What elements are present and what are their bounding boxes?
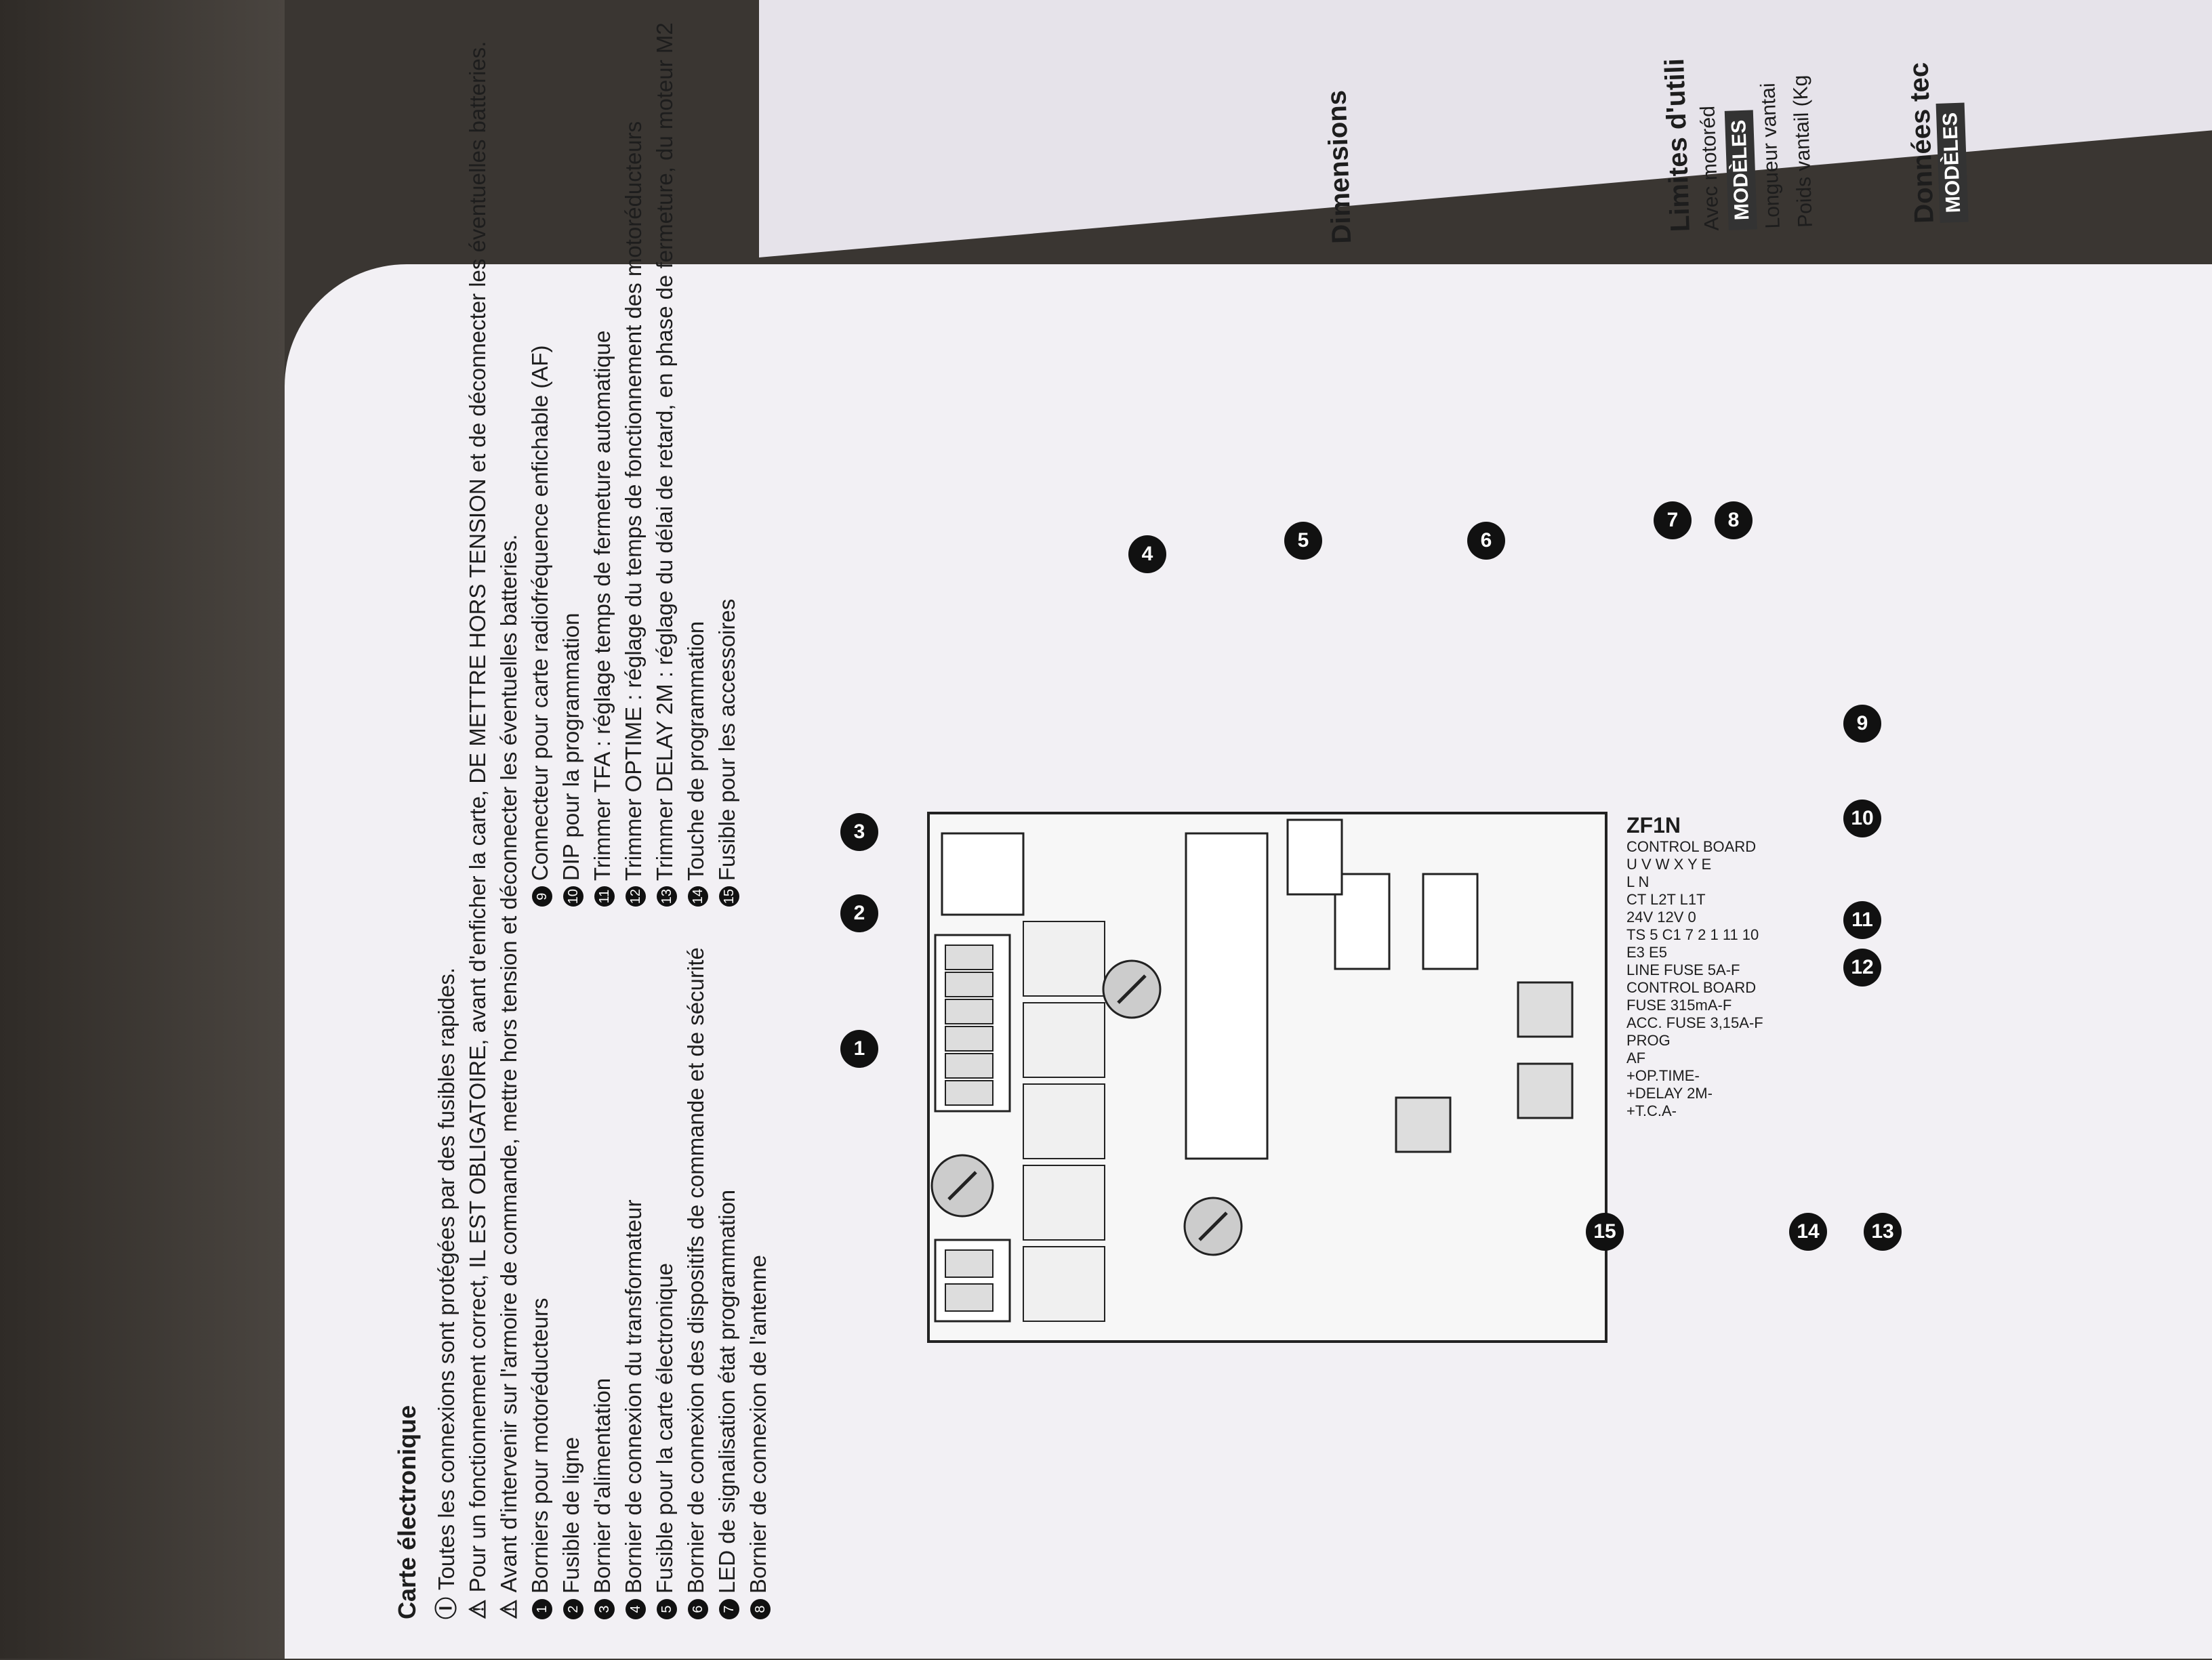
legend-item: 15Fusible pour les accessoires [712,22,743,907]
data-title: Données tec [1904,62,1940,224]
callout-8: 8 [1715,501,1753,539]
callout-3: 3 [840,813,878,851]
intro-line: ⚠Avant d'intervenir sur l'armoire de com… [496,534,521,1619]
limits-title: Limites d'utili [1660,58,1696,233]
label-motor-terminals: U V W X Y E [1626,856,1712,873]
af-connector [1422,873,1479,970]
callout-9: 9 [1843,705,1881,743]
legend-item: 7LED de signalisation état programmation [712,947,743,1619]
label-transformer-top: CT L2T L1T [1626,891,1706,908]
label-acc-fuse: ACC. FUSE 3,15A-F [1626,1014,1763,1031]
limits-note: Avec motoréd [1696,105,1723,232]
antenna-terminal [1286,818,1343,896]
label-af: AF [1626,1050,1646,1066]
label-optime: +OP.TIME- [1626,1067,1700,1084]
dip-switch [1334,873,1391,970]
relays [1023,921,1105,1322]
legend-item: 12Trimmer OPTIME : réglage du temps de f… [618,22,649,907]
section-title: Carte électronique [393,1405,421,1619]
callout-4: 4 [1128,535,1166,573]
callout-1: 1 [840,1030,878,1068]
callout-7: 7 [1654,501,1692,539]
legend-item: 4Bornier de connexion du transformateur [618,947,649,1619]
desk-background [0,0,285,1659]
transformer-terminal-block [941,832,1025,916]
models-label: MODÈLES [1936,102,1969,223]
legend-item: 8Bornier de connexion de l'antenne [743,947,774,1619]
callout-6: 6 [1467,522,1505,560]
legend-item: 11Trimmer TFA : réglage temps de fermetu… [587,22,618,907]
label-tca: +T.C.A- [1626,1102,1677,1119]
trimmer-delay [1517,1062,1574,1119]
legend-item: 14Touche de programmation [680,22,712,907]
legend-item: 6Bornier de connexion des dispositifs de… [680,947,712,1619]
trimmer-tca [1395,1096,1452,1153]
label-control-fuse: CONTROL BOARD FUSE 315mA-F [1626,979,1757,1014]
label-power-terminals: L N [1626,873,1650,890]
legend-item: 13Trimmer DELAY 2M : réglage du délai de… [649,22,680,907]
legend-item: 5Fusible pour la carte électronique [649,947,680,1619]
circuit-board-diagram: ZF1N CONTROL BOARD U V W X Y E L N CT L2… [922,806,1789,1348]
label-model: ZF1N [1626,813,1681,837]
models-label: MODÈLES [1724,110,1757,230]
label-control-terminals: TS 5 C1 7 2 1 11 10 E3 E5 [1626,926,1759,961]
limits-row: Poids vantail (Kg [1788,75,1817,228]
legend-item: 9Connecteur pour carte radiofréquence en… [525,22,556,907]
intro-line: ⚠Pour un fonctionnement correct, IL EST … [465,41,490,1619]
callout-12: 12 [1843,949,1881,987]
trimmer-optime [1517,981,1574,1038]
callout-11: 11 [1843,901,1881,939]
legend-col-2: 9Connecteur pour carte radiofréquence en… [525,22,774,907]
legend-item: 3Bornier d'alimentation [587,947,618,1619]
label-prog: PROG [1626,1032,1671,1049]
label-control-board: CONTROL BOARD [1626,838,1757,855]
right-page-content: Dimensions Limites d'utili Avec motoréd … [892,0,2212,285]
legend-item: 10DIP pour la programmation [556,22,587,907]
callout-10: 10 [1843,800,1881,837]
callout-5: 5 [1284,522,1322,560]
callout-14: 14 [1789,1213,1827,1251]
intro-line: ⒾToutes les connexions sont protégées pa… [434,967,459,1619]
callout-15: 15 [1586,1213,1624,1251]
motor-terminals [945,945,994,1106]
legend-item: 1Borniers pour motoréducteurs [525,947,556,1619]
label-delay: +DELAY 2M- [1626,1085,1713,1102]
dimensions-title: Dimensions [1322,89,1357,245]
label-line-fuse: LINE FUSE 5A-F [1626,961,1740,978]
callout-2: 2 [840,894,878,932]
label-transformer-bottom: 24V 12V 0 [1626,909,1696,926]
callout-13: 13 [1864,1213,1902,1251]
board-svg [927,812,1607,1343]
legend-item: 2Fusible de ligne [556,947,587,1619]
control-terminal-block [1185,832,1269,1160]
legend-col-1: 1Borniers pour motoréducteurs 2Fusible d… [525,947,774,1619]
